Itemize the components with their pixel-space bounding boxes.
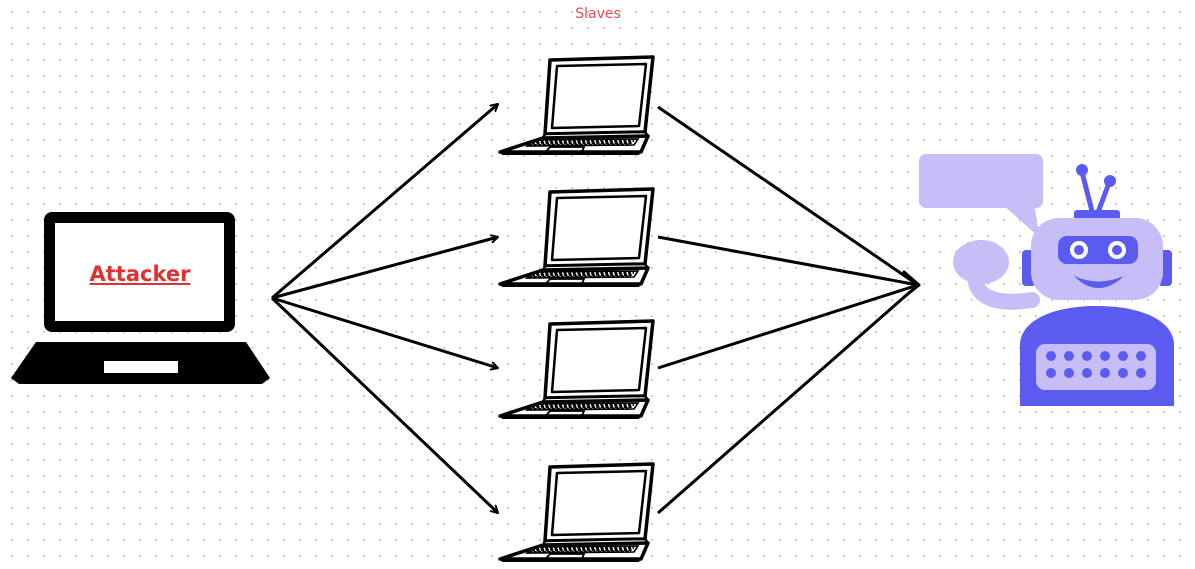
attacker-to-slave-arrows bbox=[270, 102, 500, 515]
arrow-attacker-to-slave-2 bbox=[271, 237, 498, 300]
arrow-attacker-to-slave-4 bbox=[270, 296, 500, 515]
attacker-label: Attacker bbox=[89, 262, 191, 286]
arrow-slave-4-to-target bbox=[657, 283, 919, 515]
target-arrowhead bbox=[902, 270, 921, 299]
arrow-attacker-to-slave-1 bbox=[271, 102, 499, 300]
slave-laptop-4 bbox=[498, 462, 655, 564]
attacker-laptop-icon bbox=[11, 212, 270, 384]
slave-laptop-3 bbox=[498, 319, 655, 421]
arrow-attacker-to-slave-3 bbox=[271, 296, 498, 368]
arrow-slave-1-to-target bbox=[657, 105, 919, 287]
robot-icon bbox=[919, 154, 1174, 406]
arrow-slave-2-to-target bbox=[657, 235, 919, 287]
slaves-title: Slaves bbox=[575, 6, 621, 22]
slave-laptop-2 bbox=[498, 187, 655, 289]
speech-bubble-icon bbox=[919, 154, 1043, 238]
slave-to-target-arrows bbox=[657, 105, 921, 515]
arrow-slave-3-to-target bbox=[657, 283, 919, 370]
slave-laptop-1 bbox=[498, 55, 655, 157]
